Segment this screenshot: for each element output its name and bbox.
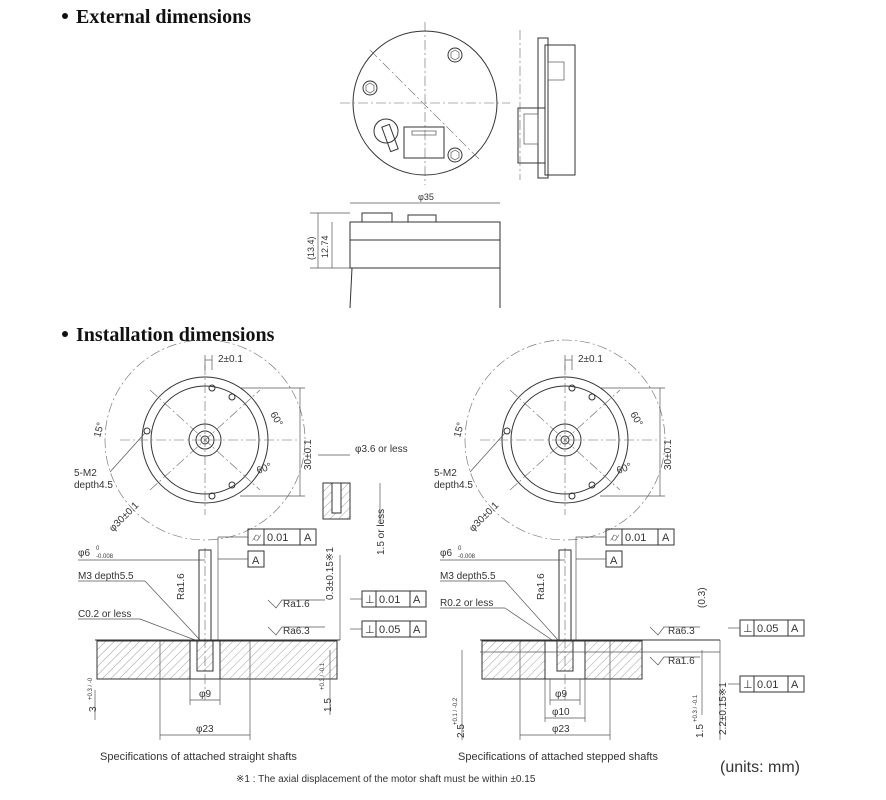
left-angle-60b: 60°	[255, 461, 273, 477]
right-perp1-datum: A	[791, 623, 799, 635]
right-dim-15: 1.5	[695, 724, 706, 738]
axial-note: ※1 : The axial displacement of the motor…	[236, 774, 536, 785]
left-perp1-datum: A	[413, 594, 421, 606]
svg-text:⌭: ⌭	[252, 532, 262, 544]
left-shaft-tol-bot: -0.008	[96, 554, 114, 560]
right-dia-9: φ9	[555, 689, 567, 700]
right-depth-label: depth4.5	[434, 480, 473, 491]
left-ra16-vertical: Ra1.6	[176, 573, 187, 600]
left-flatness-value: 0.01	[267, 532, 288, 544]
external-dimensions-heading: External dimensions	[62, 6, 251, 29]
right-m3-label: M3 depth5.5	[440, 571, 496, 582]
right-dim-15-tol: +0.3 / -0.1	[693, 694, 699, 722]
left-flange-plan: 2±0.1 60° 15° 60° φ30±0.1 30±0.1 5-M2 de…	[74, 339, 314, 541]
right-ra16-vertical: Ra1.6	[536, 573, 547, 600]
svg-text:⊥: ⊥	[365, 594, 375, 606]
left-dia-23: φ23	[196, 724, 214, 735]
right-flatness-datum: A	[662, 532, 670, 544]
left-perp2-value: 0.05	[379, 624, 400, 636]
stepped-shaft-caption: Specifications of attached stepped shaft…	[458, 751, 658, 763]
installation-dimensions-heading: Installation dimensions	[62, 324, 274, 347]
right-angle-60a: 60°	[627, 410, 644, 429]
svg-text:⊥: ⊥	[743, 679, 753, 691]
right-ra63-label: Ra6.3	[668, 626, 695, 637]
right-axial-label: 2.2±0.15※1	[718, 682, 729, 735]
right-flange-plan: 2±0.1 60° 15° 60° φ30±0.1 30±0.1 5-M2 de…	[434, 339, 674, 541]
right-top-dim: 2±0.1	[578, 354, 603, 365]
left-perp2-datum: A	[413, 624, 421, 636]
right-dim-03: (0.3)	[697, 587, 708, 608]
height-12-74-label: 12.74	[320, 235, 330, 258]
left-section: ⌭ 0.01 A A φ6 0 -0.008 M3 depth5.5 Ra1.6…	[78, 528, 427, 740]
left-dim-3-tol: +0.3 / -0	[88, 677, 94, 700]
left-chamfer-label: C0.2 or less	[78, 609, 131, 620]
left-depth-label: depth4.5	[74, 480, 113, 491]
left-hole-detail: φ3.6 or less 1.5 or less	[318, 444, 408, 555]
left-dia-30: φ30±0.1	[107, 500, 141, 534]
right-datum-box: A	[610, 555, 618, 567]
right-perp2-datum: A	[791, 679, 799, 691]
right-dia-23: φ23	[552, 724, 570, 735]
external-side-view	[517, 30, 576, 180]
height-13-4-label: (13.4)	[306, 236, 316, 260]
right-dim-25-tol: +0.1 / -0.2	[453, 697, 459, 725]
left-hole-depth: 1.5 or less	[376, 509, 387, 555]
left-shaft-dia: φ6	[78, 548, 90, 559]
right-dia-10: φ10	[552, 707, 570, 718]
right-shaft-tol-bot: -0.008	[458, 554, 476, 560]
left-angle-15: 15°	[92, 421, 107, 438]
left-m2-label: 5-M2	[74, 468, 97, 479]
right-ra16-label: Ra1.6	[668, 656, 695, 667]
left-ra16-label: Ra1.6	[283, 599, 310, 610]
left-dim-30: 30±0.1	[303, 439, 314, 470]
left-top-dim: 2±0.1	[218, 354, 243, 365]
right-dim-25: 2.5	[456, 724, 467, 738]
straight-shaft-caption: Specifications of attached straight shaf…	[100, 751, 297, 763]
left-perp1-value: 0.01	[379, 594, 400, 606]
left-angle-60a: 60°	[267, 410, 284, 429]
left-m3-label: M3 depth5.5	[78, 571, 134, 582]
svg-text:⊥: ⊥	[365, 624, 375, 636]
diameter-35-label: φ35	[418, 192, 434, 202]
right-m2-label: 5-M2	[434, 468, 457, 479]
bullet-icon	[62, 331, 68, 338]
left-axial-label: 0.3±0.15※1	[325, 547, 336, 600]
bullet-icon	[62, 13, 68, 20]
left-dim-3: 3	[88, 706, 99, 712]
installation-heading-text: Installation dimensions	[76, 324, 275, 346]
right-shaft-tol-top: 0	[458, 546, 462, 552]
right-perp2-value: 0.01	[757, 679, 778, 691]
right-angle-60b: 60°	[615, 461, 633, 477]
left-datum-box: A	[252, 555, 260, 567]
external-front-view	[340, 22, 510, 185]
svg-text:⊥: ⊥	[743, 623, 753, 635]
right-section: ⌭ 0.01 A A φ6 0 -0.008 M3 depth5.5 Ra1.6…	[440, 528, 805, 740]
external-elevation-view: φ35 (13.4) 12.74	[306, 192, 501, 309]
left-hole-dia: φ3.6 or less	[355, 444, 408, 455]
right-shaft-dia: φ6	[440, 548, 452, 559]
left-dim-15: 1.5	[323, 698, 334, 712]
right-dim-30: 30±0.1	[663, 439, 674, 470]
right-flatness-value: 0.01	[625, 532, 646, 544]
external-heading-text: External dimensions	[76, 6, 252, 28]
left-shaft-tol-top: 0	[96, 546, 100, 552]
svg-text:⌭: ⌭	[610, 532, 620, 544]
right-angle-15: 15°	[452, 421, 467, 438]
left-ra63-label: Ra6.3	[283, 626, 310, 637]
left-flatness-datum: A	[304, 532, 312, 544]
left-dim-15-tol: +0.3 / -0.1	[320, 662, 326, 690]
right-perp1-value: 0.05	[757, 623, 778, 635]
right-radius-label: R0.2 or less	[440, 598, 493, 609]
units-label: (units: mm)	[720, 759, 800, 776]
left-dia-9: φ9	[199, 689, 211, 700]
right-dia-30: φ30±0.1	[467, 500, 501, 534]
